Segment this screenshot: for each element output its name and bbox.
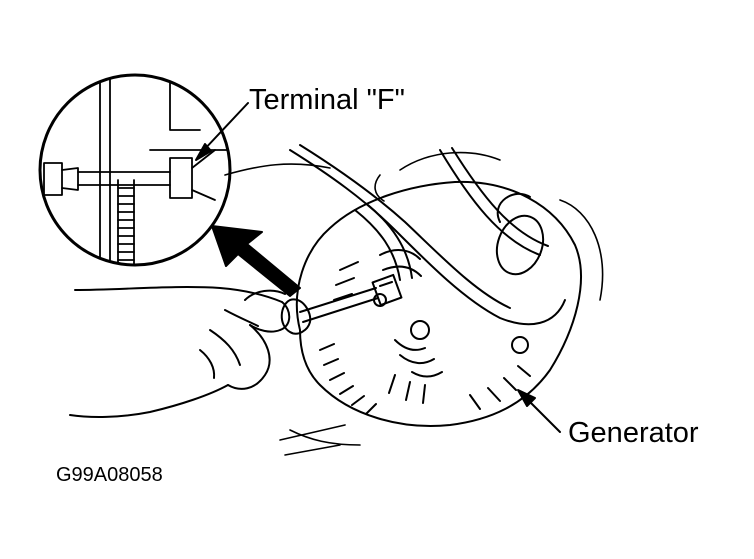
terminal-f-label: Terminal "F" (249, 84, 405, 116)
generator-label: Generator (568, 417, 699, 449)
engine-outline (224, 151, 604, 456)
screwdriver-probe (280, 287, 379, 335)
detail-pointer-arrow (211, 225, 301, 297)
figure-id: G99A08058 (56, 464, 163, 486)
wiring-harness (289, 144, 566, 326)
generator-body (295, 180, 582, 427)
terminal-leader (195, 102, 249, 161)
terminal-f-connector (371, 273, 403, 307)
generator-leader (517, 389, 561, 433)
hand (69, 286, 291, 418)
detail-magnifier (38, 73, 232, 267)
